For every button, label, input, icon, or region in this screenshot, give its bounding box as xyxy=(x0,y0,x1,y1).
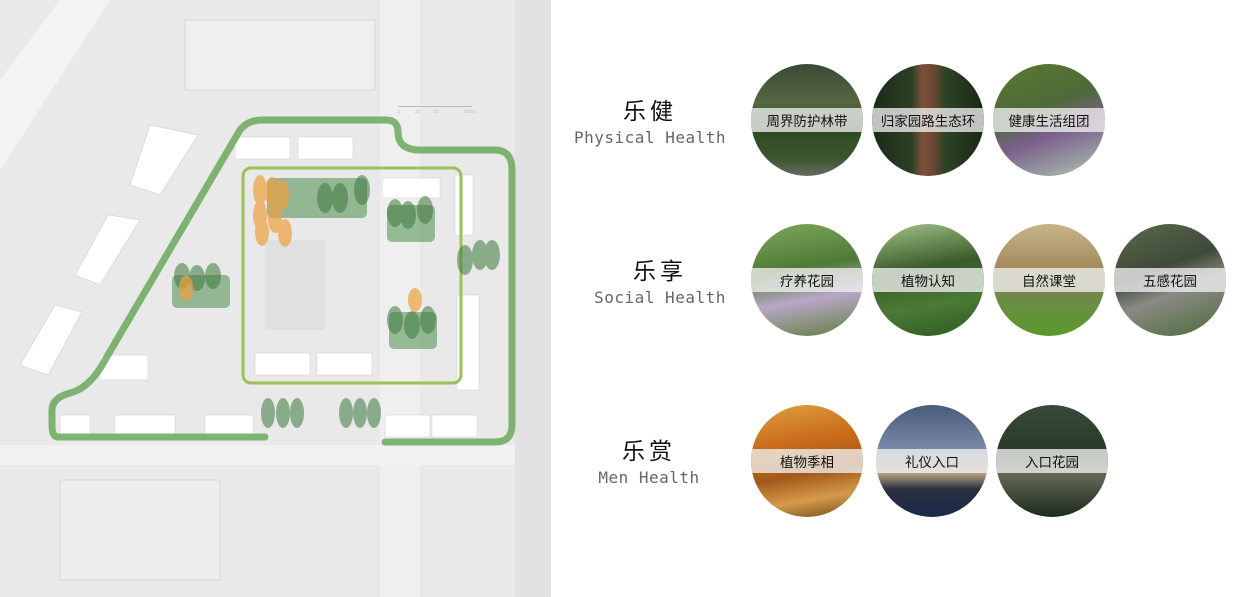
category-physical-health: 乐健 Physical Health xyxy=(570,92,730,147)
category-title-zh: 乐享 xyxy=(633,259,687,285)
context-roads xyxy=(0,0,551,597)
category-title-en: Social Health xyxy=(594,288,726,307)
feature-label: 周界防护林带 xyxy=(751,108,863,132)
feature-photo-circle: 植物认知 xyxy=(872,224,984,336)
scale-bar: 0 25 50 100m xyxy=(398,106,476,114)
category-title-zh: 乐赏 xyxy=(622,439,676,465)
feature-photo-circle: 周界防护林带 xyxy=(751,64,863,176)
svg-text:50: 50 xyxy=(433,109,439,114)
feature-photo-circle: 自然课堂 xyxy=(993,224,1105,336)
category-men-health: 乐赏 Men Health xyxy=(569,432,729,487)
feature-photo-circle: 入口花园 xyxy=(996,405,1108,517)
background-buildings xyxy=(19,19,376,581)
svg-text:0: 0 xyxy=(398,109,401,114)
feature-photo-circle: 植物季相 xyxy=(751,405,863,517)
feature-label: 归家园路生态环 xyxy=(872,108,984,132)
feature-label: 礼仪入口 xyxy=(876,449,988,473)
feature-label: 入口花园 xyxy=(996,449,1108,473)
inner-health-loop xyxy=(241,166,463,385)
trees-green xyxy=(174,175,500,428)
category-title-en: Men Health xyxy=(598,468,700,487)
feature-label: 植物认知 xyxy=(872,268,984,292)
feature-label: 健康生活组团 xyxy=(993,108,1105,132)
feature-photo-circle: 健康生活组团 xyxy=(993,64,1105,176)
feature-photo-circle: 礼仪入口 xyxy=(876,405,988,517)
category-social-health: 乐享 Social Health xyxy=(580,252,740,307)
feature-photo-circle: 归家园路生态环 xyxy=(872,64,984,176)
outer-health-loop xyxy=(48,116,516,446)
category-title-zh: 乐健 xyxy=(623,99,677,125)
feature-photo-circle: 五感花园 xyxy=(1114,224,1226,336)
site-plan-map: 0 25 50 100m xyxy=(0,0,551,597)
svg-text:100m: 100m xyxy=(464,109,476,114)
feature-label: 五感花园 xyxy=(1114,268,1226,292)
feature-label: 植物季相 xyxy=(751,449,863,473)
category-title-en: Physical Health xyxy=(574,128,726,147)
trees-orange xyxy=(179,175,422,312)
feature-label: 自然课堂 xyxy=(993,268,1105,292)
feature-label: 疗养花园 xyxy=(751,268,863,292)
svg-text:25: 25 xyxy=(415,109,421,114)
feature-photo-circle: 疗养花园 xyxy=(751,224,863,336)
